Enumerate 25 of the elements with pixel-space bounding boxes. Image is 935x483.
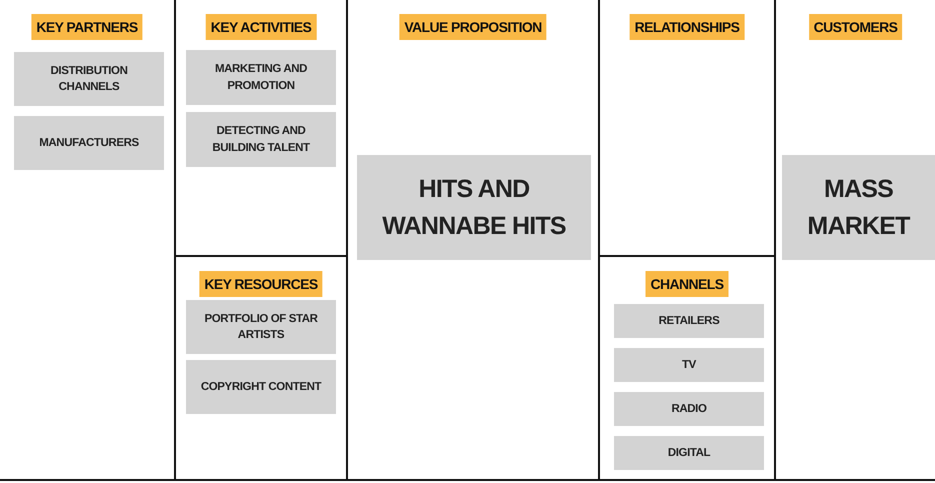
- canvas-section: [176, 257, 348, 481]
- section-heading: KEY RESOURCES: [199, 271, 323, 297]
- content-box: TV: [614, 348, 764, 382]
- section-heading: CHANNELS: [646, 271, 728, 297]
- canvas-section: [600, 257, 776, 481]
- section-heading: CUSTOMERS: [808, 14, 902, 40]
- content-box: HITS AND WANNABE HITS: [357, 155, 591, 260]
- canvas-section: [0, 0, 176, 481]
- canvas-section: [348, 0, 600, 481]
- section-heading: VALUE PROPOSITION: [399, 14, 547, 40]
- section-heading: KEY ACTIVITIES: [206, 14, 316, 40]
- content-box: DIGITAL: [614, 436, 764, 470]
- content-box: MASS MARKET: [782, 155, 935, 260]
- content-box: RETAILERS: [614, 304, 764, 338]
- section-heading: KEY PARTNERS: [31, 14, 143, 40]
- content-box: DISTRIBUTION CHANNELS: [14, 52, 164, 106]
- content-box: RADIO: [614, 392, 764, 426]
- section-heading: RELATIONSHIPS: [630, 14, 744, 40]
- content-box: DETECTING AND BUILDING TALENT: [186, 112, 336, 167]
- canvas-section: [176, 0, 348, 257]
- canvas-section: [600, 0, 776, 257]
- content-box: PORTFOLIO OF STAR ARTISTS: [186, 300, 336, 354]
- content-box: MANUFACTURERS: [14, 116, 164, 170]
- content-box: COPYRIGHT CONTENT: [186, 360, 336, 414]
- content-box: MARKETING AND PROMOTION: [186, 50, 336, 105]
